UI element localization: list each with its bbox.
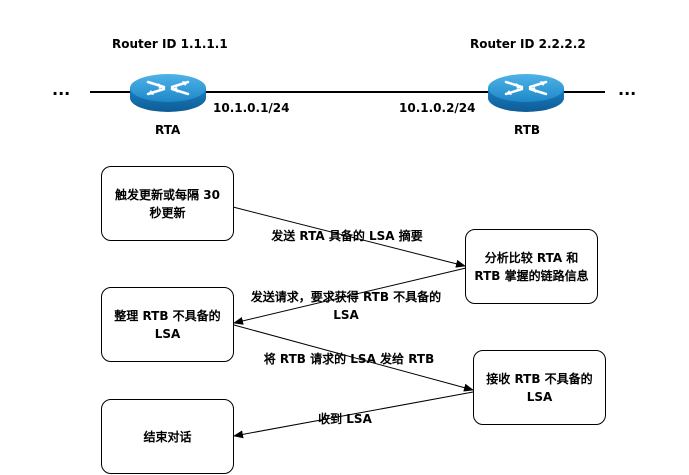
label-send-summary: 发送 RTA 具备的 LSA 摘要	[271, 229, 423, 243]
arrow-send-summary	[232, 206, 466, 268]
box-end-session: 结束对话	[101, 399, 234, 474]
router-a-name: RTA	[155, 123, 181, 137]
arrow-send-request	[233, 267, 467, 325]
label-send-lsa: 将 RTB 请求的 LSA 发给 RTB	[263, 352, 435, 366]
router-b-id-label: Router ID 2.2.2.2	[470, 37, 586, 51]
router-b-name: RTB	[514, 123, 541, 137]
box-receive-lsa: 接收 RTB 不具备的 LSA	[473, 350, 606, 425]
router-a-id-label: Router ID 1.1.1.1	[112, 37, 228, 51]
router-a-icon	[130, 74, 206, 112]
right-ellipsis: ...	[618, 80, 637, 99]
label-received: 收到 LSA	[318, 412, 372, 426]
box-trigger-update: 触发更新或每隔 30 秒更新	[101, 166, 234, 241]
arrow-received	[233, 391, 474, 439]
box-organize-lsa: 整理 RTB 不具备的 LSA	[101, 287, 234, 362]
left-ellipsis: ...	[52, 80, 71, 99]
box-analyze-compare: 分析比较 RTA 和 RTB 掌握的链路信息	[465, 229, 598, 304]
router-a-ip: 10.1.0.1/24	[213, 101, 290, 115]
arrow-send-lsa	[233, 324, 474, 392]
router-b-ip: 10.1.0.2/24	[399, 101, 476, 115]
router-b-icon	[488, 74, 564, 112]
label-send-request: 发送请求，要求获得 RTB 不具备的 LSA	[250, 290, 442, 322]
